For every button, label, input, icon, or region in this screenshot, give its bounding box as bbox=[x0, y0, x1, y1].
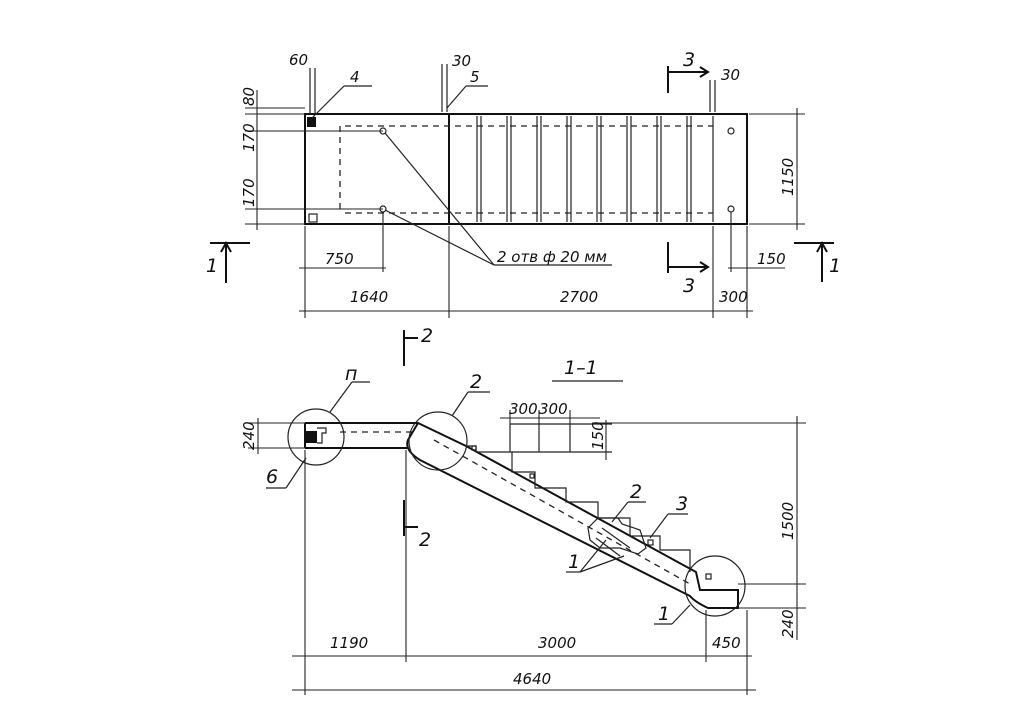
dim-30-right: 30 bbox=[721, 66, 740, 84]
leader-5 bbox=[446, 85, 467, 109]
dim-240-left: 240 bbox=[240, 421, 258, 450]
section-3-bottom: 3 bbox=[683, 275, 695, 297]
dim-450: 450 bbox=[712, 634, 741, 652]
weld-detail-area bbox=[587, 517, 647, 555]
dim-150: 150 bbox=[757, 250, 786, 268]
hole-bottom-right bbox=[727, 205, 735, 213]
dim-80: 80 bbox=[240, 87, 258, 106]
callout-5: 5 bbox=[470, 68, 480, 86]
section-1-right: 1 bbox=[829, 255, 841, 277]
leader-1-mid-a bbox=[579, 539, 607, 573]
detail-circle-1 bbox=[684, 555, 746, 617]
callout-4: 4 bbox=[350, 68, 360, 86]
leader-3 bbox=[649, 513, 669, 539]
section-3-top: 3 bbox=[683, 49, 695, 71]
leader-2-top bbox=[451, 391, 469, 417]
callout-6: 6 bbox=[266, 466, 278, 488]
leader-2-mid bbox=[611, 501, 629, 523]
dim-1500: 1500 bbox=[779, 502, 797, 540]
callout-3: 3 bbox=[676, 493, 688, 515]
dim-60: 60 bbox=[289, 51, 308, 69]
callout-2-top: 2 bbox=[470, 371, 482, 393]
leader-4 bbox=[311, 85, 345, 119]
holes-label: 2 отв ф 20 мм bbox=[497, 248, 607, 266]
leader-1-bottom bbox=[671, 604, 691, 625]
dim-300: 300 bbox=[719, 288, 748, 306]
dim-30-left: 30 bbox=[452, 52, 471, 70]
dim-750: 750 bbox=[325, 250, 354, 268]
dim-1640: 1640 bbox=[350, 288, 388, 306]
callout-n: п bbox=[345, 363, 357, 385]
leader-6 bbox=[285, 457, 307, 489]
callout-1-mid: 1 bbox=[568, 551, 580, 573]
dim-300b: 300 bbox=[539, 400, 568, 418]
dim-1150: 1150 bbox=[779, 158, 797, 196]
section-2-bottom: 2 bbox=[419, 529, 431, 551]
section-2-top: 2 bbox=[421, 325, 433, 347]
leader-n bbox=[329, 381, 353, 413]
plan-outline bbox=[304, 113, 748, 225]
flight-hidden-line bbox=[433, 439, 691, 585]
detail-circle-2 bbox=[408, 411, 468, 471]
embed-part-bottom bbox=[308, 213, 318, 223]
dim-1190: 1190 bbox=[330, 634, 368, 652]
dim-170-bottom: 170 bbox=[240, 178, 258, 207]
plan-view: 2 отв ф 20 мм 60 4 30 5 3 3 30 80 bbox=[206, 49, 841, 318]
step-profile bbox=[466, 445, 691, 572]
embed-part-4 bbox=[307, 117, 316, 127]
dim-170-top: 170 bbox=[240, 123, 258, 152]
callout-2-mid: 2 bbox=[630, 481, 642, 503]
dim-150-section: 150 bbox=[589, 421, 607, 450]
dim-300a: 300 bbox=[509, 400, 538, 418]
section-title: 1–1 bbox=[564, 357, 598, 379]
detail-circle-n bbox=[287, 408, 345, 466]
dim-3000: 3000 bbox=[538, 634, 576, 652]
embed-part-6 bbox=[306, 431, 317, 443]
section-view: 2 2 1–1 bbox=[240, 325, 806, 695]
section-1-left: 1 bbox=[206, 255, 218, 277]
flight-slab bbox=[406, 421, 739, 609]
dim-2700: 2700 bbox=[560, 288, 598, 306]
callout-1-bottom: 1 bbox=[658, 603, 670, 625]
tread-lines bbox=[476, 116, 714, 222]
landing-embed-outline bbox=[317, 427, 327, 444]
holes-leader-2 bbox=[384, 209, 495, 266]
holes-leader-1 bbox=[384, 132, 495, 266]
dim-240-right: 240 bbox=[779, 609, 797, 638]
dim-4640: 4640 bbox=[513, 670, 551, 688]
leader-1-mid-b bbox=[579, 555, 625, 573]
hole-top-right bbox=[727, 127, 735, 135]
